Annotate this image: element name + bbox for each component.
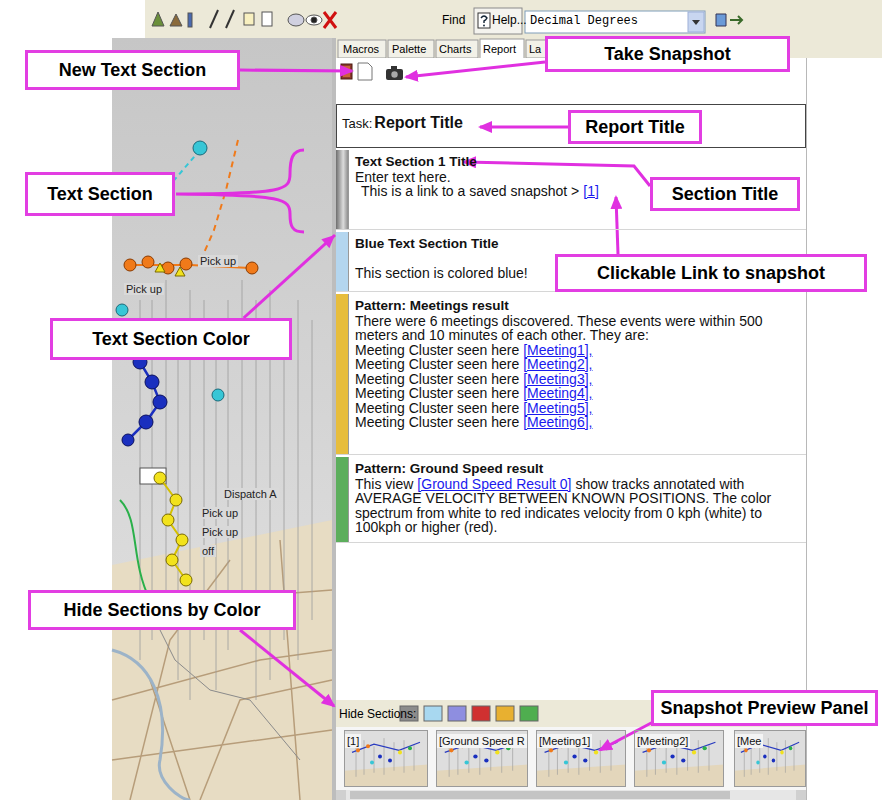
section-text-line: Meeting Cluster seen here[Meeting2], [355, 357, 776, 372]
section-text: Meeting Cluster seen here [355, 414, 519, 430]
snapshot-link: [Meeting3], [523, 371, 592, 387]
callout-text: Section Title [672, 184, 779, 205]
snapshot-thumbnail: [Mee [734, 730, 806, 787]
map-label: Dispatch A [222, 488, 279, 500]
section-text: This view [355, 476, 413, 492]
tab-label: La [529, 43, 541, 55]
task-label: Task: [342, 116, 372, 131]
snapshot-link: [1] [583, 183, 599, 199]
section-text-line: Meeting Cluster seen here[Meeting4], [355, 386, 776, 401]
section-text-line: Meeting Cluster seen here[Meeting1], [355, 343, 776, 358]
snapshot-link: [Meeting2], [523, 356, 592, 372]
section-text: There were 6 meetings discovered. These … [355, 313, 763, 344]
toolbar-button: Find [442, 13, 465, 27]
callout-text: Text Section [47, 184, 153, 205]
callout-text: Snapshot Preview Panel [660, 698, 868, 719]
tab-label: Charts [439, 43, 471, 55]
section-title-line: Pattern: Ground Speed result [355, 461, 776, 477]
report-section: Pattern: Meetings resultThere were 6 mee… [336, 294, 806, 455]
callout-text: Report Title [585, 117, 685, 138]
tab-label: Report [483, 43, 516, 55]
snapshot-thumbnail: [1] [344, 730, 428, 787]
thumbnail-label: [Ground Speed R [437, 734, 527, 748]
snapshot-link: [Ground Speed Result 0] [417, 476, 571, 492]
callout-box: Take Snapshot [545, 36, 790, 72]
section-color-bar [336, 294, 349, 454]
map-label: Pick up [198, 255, 238, 267]
section-text-line: Meeting Cluster seen here[Meeting6], [355, 415, 776, 430]
callout-box: Snapshot Preview Panel [651, 690, 878, 726]
section-title: Pattern: Ground Speed result [355, 461, 543, 476]
callout-box: Section Title [650, 177, 800, 211]
dropdown-value: Decimal Degrees [530, 14, 638, 28]
thumbnail-label: [1] [345, 734, 361, 748]
section-content: Pattern: Ground Speed resultThis view[Gr… [349, 457, 806, 542]
section-color-bar [336, 150, 349, 229]
section-content: Pattern: Meetings resultThere were 6 mee… [349, 294, 806, 454]
arrow-line [244, 235, 335, 318]
section-title: Text Section 1 Title [355, 154, 477, 169]
section-text: This section is colored blue! [355, 265, 528, 281]
section-text: Enter text here. [355, 169, 451, 185]
section-text-line: This view[Ground Speed Result 0]show tra… [355, 477, 776, 535]
section-title: Blue Text Section Title [355, 236, 499, 251]
callout-box: Text Section Color [50, 318, 292, 360]
callout-box: New Text Section [25, 50, 240, 90]
section-text-line: There were 6 meetings discovered. These … [355, 314, 776, 343]
snapshot-thumbnail: [Ground Speed R [436, 730, 528, 787]
arrow-head [321, 235, 335, 248]
task-title-box: Task:Report Title [336, 104, 806, 148]
callout-text: New Text Section [59, 60, 207, 81]
callout-box: Hide Sections by Color [28, 590, 296, 630]
callout-text: Clickable Link to snapshot [597, 263, 825, 284]
map-label: Pick up [200, 526, 240, 538]
report-section: Pattern: Ground Speed resultThis view[Gr… [336, 457, 806, 543]
section-title-line: Blue Text Section Title [355, 236, 776, 252]
section-color-bar [336, 457, 349, 542]
callout-box: Report Title [568, 110, 702, 144]
toolbar-button: Help... [492, 13, 527, 27]
thumbnail-label: [Mee [735, 734, 763, 748]
section-text: Meeting Cluster seen here [355, 400, 519, 416]
callout-box: Text Section [25, 172, 175, 216]
callout-text: Text Section Color [92, 329, 250, 350]
snapshot-link: [Meeting4], [523, 385, 592, 401]
section-text-line: Meeting Cluster seen here[Meeting3], [355, 372, 776, 387]
map-label: Pick up [124, 283, 164, 295]
callout-text: Take Snapshot [604, 44, 731, 65]
snapshot-thumbnail: [Meeting1] [536, 730, 626, 787]
snapshot-thumbnail: [Meeting2] [634, 730, 724, 787]
report-title: Report Title [374, 114, 463, 131]
section-color-bar [336, 232, 349, 291]
section-title: Pattern: Meetings result [355, 298, 509, 313]
section-title-line: Pattern: Meetings result [355, 298, 776, 314]
section-text: This is a link to a saved snapshot > [361, 183, 579, 199]
tab-label: Palette [392, 43, 426, 55]
section-title-line: Text Section 1 Title [355, 154, 776, 170]
hide-sections-label: Hide Sections: [339, 707, 416, 721]
snapshot-link: [Meeting6], [523, 414, 592, 430]
snapshot-link: [Meeting5], [523, 400, 592, 416]
section-text: Meeting Cluster seen here [355, 385, 519, 401]
map-label: off [200, 545, 216, 557]
callout-text: Hide Sections by Color [63, 600, 260, 621]
callout-box: Clickable Link to snapshot [555, 254, 867, 292]
thumbnail-label: [Meeting2] [635, 734, 690, 748]
tab-label: Macros [343, 43, 379, 55]
section-text: Meeting Cluster seen here [355, 371, 519, 387]
snapshot-link: [Meeting1], [523, 342, 592, 358]
thumbnail-label: [Meeting1] [537, 734, 592, 748]
section-text-line: Meeting Cluster seen here[Meeting5], [355, 401, 776, 416]
section-text: Meeting Cluster seen here [355, 342, 519, 358]
callout-arrow [244, 235, 335, 318]
section-text: Meeting Cluster seen here [355, 356, 519, 372]
map-label: Pick up [200, 507, 240, 519]
